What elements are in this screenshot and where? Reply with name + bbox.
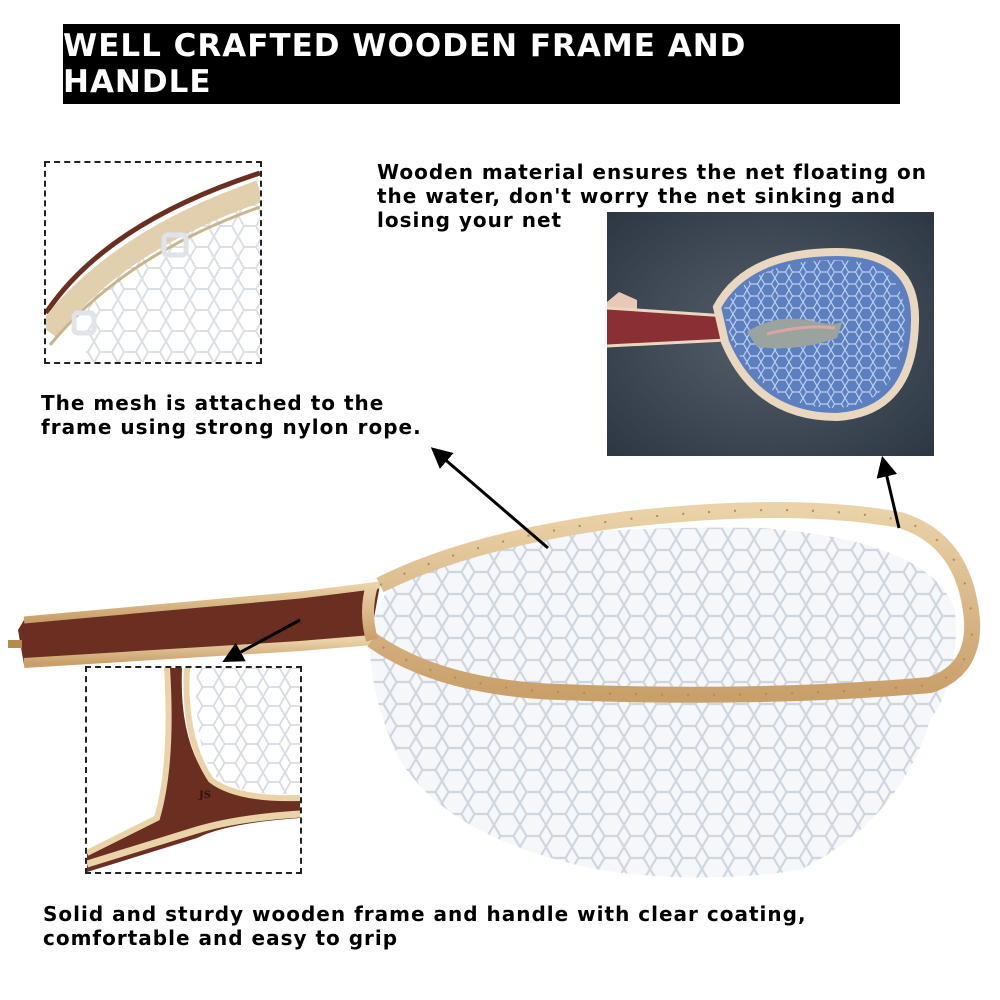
handle-wood bbox=[18, 585, 380, 665]
net-mesh-pattern bbox=[370, 527, 956, 878]
svg-text:JS: JS bbox=[198, 790, 211, 801]
handle-end-cap bbox=[8, 640, 22, 648]
frame-closeup-illustration bbox=[46, 163, 260, 362]
floating-caption: Wooden material ensures the net floating… bbox=[377, 160, 928, 232]
mesh-arrow bbox=[430, 447, 549, 550]
banner-title: WELL CRAFTED WOODEN FRAME AND HANDLE bbox=[63, 28, 747, 100]
water-net-illustration bbox=[607, 212, 934, 456]
handle-detail-image: JS bbox=[85, 666, 302, 874]
hoop-frame bbox=[367, 502, 981, 703]
handle-arrow bbox=[222, 618, 301, 662]
handle-caption: Solid and sturdy wooden frame and handle… bbox=[43, 902, 807, 950]
frame-detail-image bbox=[44, 161, 262, 364]
net-on-water-photo bbox=[607, 212, 934, 456]
mesh-caption: The mesh is attached to the frame using … bbox=[41, 391, 422, 439]
title-banner: WELL CRAFTED WOODEN FRAME AND HANDLE bbox=[63, 24, 900, 104]
net-mesh-bag bbox=[370, 527, 956, 878]
handle-closeup-illustration: JS bbox=[87, 668, 300, 872]
floating-arrow bbox=[876, 455, 901, 529]
